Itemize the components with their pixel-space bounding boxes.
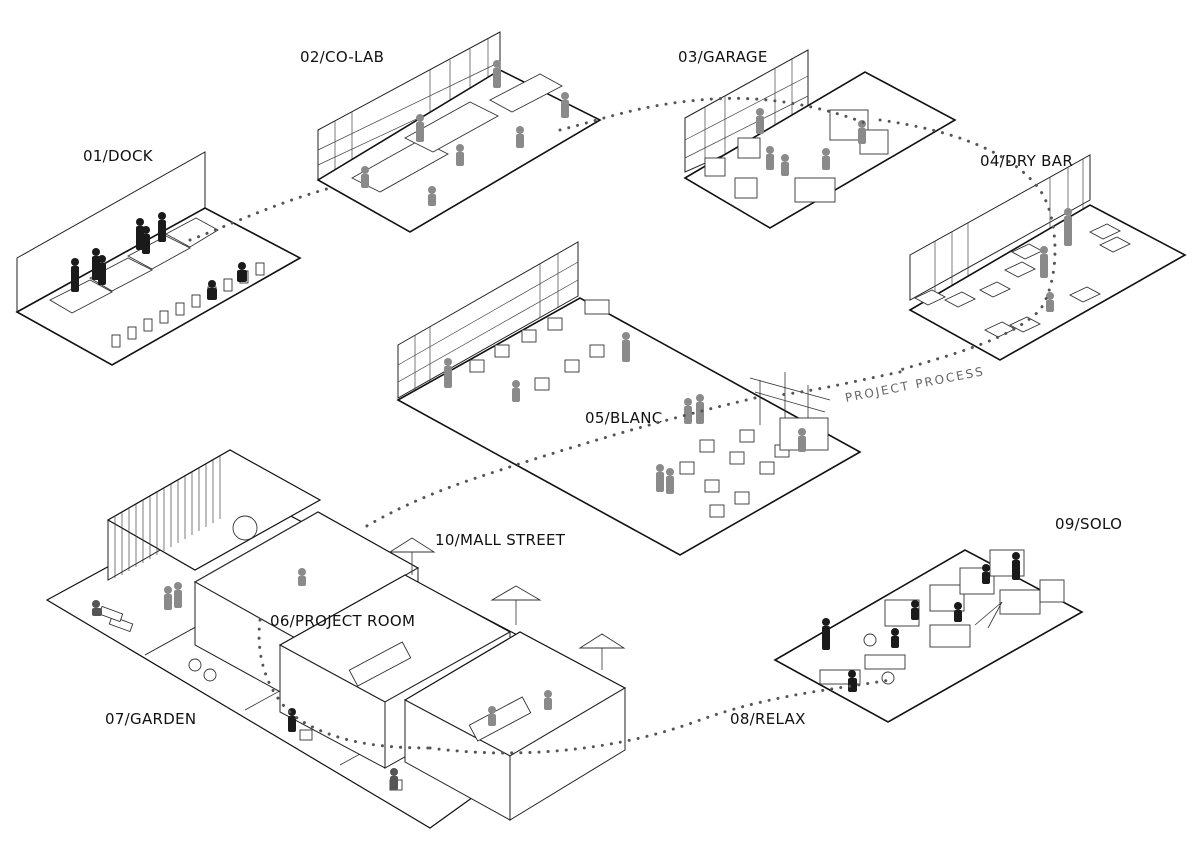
zone-ground-complex: 10/MALL STREET 06/PROJECT ROOM 07/GARDEN <box>45 449 627 829</box>
zone-garage: 03/GARAGE <box>678 48 957 229</box>
drybar-people <box>1040 208 1072 312</box>
zone-label-colab: 02/CO-LAB <box>300 48 384 66</box>
colab-tables <box>351 73 563 193</box>
zone-label-garage: 03/GARAGE <box>678 48 768 66</box>
blanc-wall-grid <box>397 254 579 392</box>
path-dock-to-colab <box>188 186 332 242</box>
pavilion-back <box>106 449 322 581</box>
blanc-people <box>444 332 806 494</box>
mall-street-umbrellas <box>388 537 626 670</box>
zone-label-drybar: 04/DRY BAR <box>980 152 1073 170</box>
drybar-back-wall <box>909 154 1091 301</box>
zone-label-garden: 07/GARDEN <box>105 710 196 728</box>
zone-blanc: 05/BLANC <box>396 241 862 556</box>
project-room-3 <box>403 631 627 821</box>
blanc-back-wall <box>397 241 579 399</box>
zone-label-mall-street: 10/MALL STREET <box>435 531 566 549</box>
solo-floor <box>773 549 1084 723</box>
zone-colab: 02/CO-LAB <box>300 31 602 233</box>
ground-people <box>92 568 552 790</box>
zone-dock: 01/DOCK <box>15 147 302 366</box>
path-drybar-to-blanc <box>778 370 902 397</box>
zone-label-relax: 08/RELAX <box>730 710 806 728</box>
solo-pods <box>884 549 1065 648</box>
drybar-benches <box>914 223 1131 338</box>
pavilion-back-slats <box>114 456 221 578</box>
path-garage-to-drybar <box>878 118 1057 372</box>
zone-drybar: 04/DRY BAR <box>908 152 1187 361</box>
colab-people <box>361 60 569 206</box>
project-process-label: PROJECT PROCESS <box>844 364 986 405</box>
dock-people <box>71 212 247 300</box>
zone-label-project-room: 06/PROJECT ROOM <box>270 612 415 630</box>
blanc-floor <box>396 297 862 556</box>
drybar-floor <box>908 204 1187 361</box>
path-ground-loop <box>257 618 432 750</box>
blanc-tables <box>469 299 790 518</box>
zone-label-solo: 09/SOLO <box>1055 515 1122 533</box>
solo-people <box>822 552 1020 692</box>
path-blanc-to-ground <box>358 396 757 532</box>
zone-solo-relax: 09/SOLO 08/RELAX <box>730 515 1122 728</box>
garage-people <box>756 108 866 176</box>
zone-label-blanc: 05/BLANC <box>585 409 663 427</box>
zone-label-dock: 01/DOCK <box>83 147 154 165</box>
